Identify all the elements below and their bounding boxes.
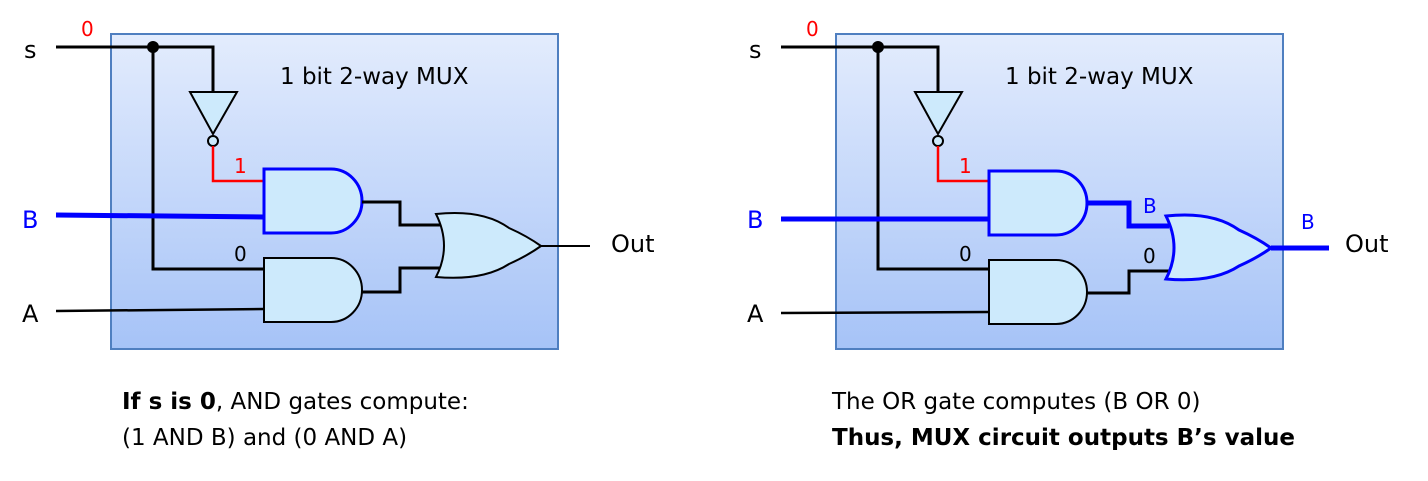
mux-title: 1 bit 2-way MUX	[1005, 64, 1194, 90]
not-out-value: 1	[959, 154, 972, 178]
mux-diagram-right: 1 bit 2-way MUX s 0 0 1 B A B 0 B Out	[747, 17, 1389, 350]
and-gate-bottom	[263, 257, 363, 323]
and1-out-wire	[362, 200, 440, 227]
caption-left: If s is 0, AND gates compute: (1 AND B) …	[122, 384, 469, 456]
input-s-label: s	[749, 36, 762, 64]
and2-input-value: 0	[234, 242, 247, 266]
caption-right-line2: Thus, MUX circuit outputs B’s value	[832, 425, 1295, 451]
a-wire	[780, 310, 990, 315]
input-a-label: A	[22, 300, 39, 328]
s-branch-wire	[876, 47, 990, 271]
and-gate-bottom	[988, 259, 1088, 325]
not-out-value: 1	[234, 154, 247, 178]
b-wire	[55, 212, 265, 220]
a-wire	[55, 307, 265, 313]
or-out-value: B	[1301, 210, 1315, 234]
and2-out-wire	[362, 266, 440, 294]
input-a-label: A	[747, 300, 764, 328]
and1-out-wire	[1087, 200, 1169, 229]
not-out-wire	[211, 146, 264, 183]
caption-right: The OR gate computes (B OR 0) Thus, MUX …	[832, 384, 1295, 456]
and2-out-value: 0	[1143, 244, 1156, 268]
caption-left-rest: , AND gates compute:	[215, 389, 469, 415]
input-s-label: s	[24, 36, 37, 64]
input-b-label: B	[747, 206, 763, 234]
caption-right-line1: The OR gate computes (B OR 0)	[832, 389, 1201, 415]
not-out-wire	[936, 146, 989, 183]
s-wire	[781, 45, 940, 92]
mux-diagram-left: 1 bit 2-way MUX s 0 0 1 B A Out	[22, 17, 655, 350]
and2-out-wire	[1087, 269, 1169, 295]
caption-left-bold: If s is 0	[122, 389, 216, 415]
and-gate-top	[987, 169, 1089, 237]
s-branch-wire	[151, 47, 265, 271]
not-gate	[188, 91, 239, 137]
not-gate	[913, 91, 964, 137]
or-gate	[434, 211, 543, 279]
not-bubble	[207, 135, 219, 147]
not-bubble	[932, 135, 944, 147]
and-gate-top	[262, 167, 364, 235]
output-label: Out	[611, 230, 655, 258]
output-label: Out	[1345, 230, 1389, 258]
and1-out-value: B	[1143, 194, 1157, 218]
input-b-label: B	[22, 206, 38, 234]
s-value-label: 0	[806, 17, 819, 41]
caption-left-line1: If s is 0, AND gates compute:	[122, 384, 469, 420]
s-value-label: 0	[81, 17, 94, 41]
caption-left-line2: (1 AND B) and (0 AND A)	[122, 425, 408, 451]
mux-title: 1 bit 2-way MUX	[280, 64, 469, 90]
and2-input-value: 0	[959, 242, 972, 266]
s-wire	[56, 45, 215, 92]
or-gate	[1163, 213, 1274, 282]
